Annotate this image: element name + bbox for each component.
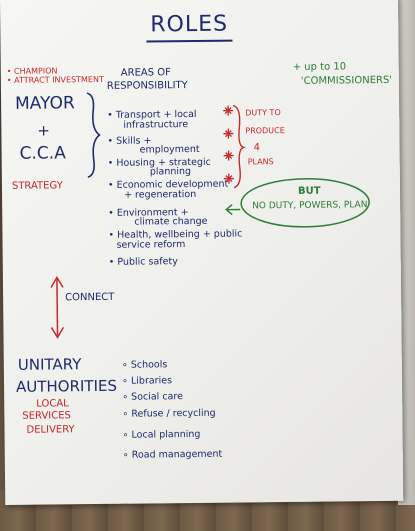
paper-edge [398, 0, 415, 505]
curly-brace [86, 92, 101, 178]
asterisk-marks [223, 105, 234, 184]
flipchart-paper: ROLES • CHAMPION • ATTRACT INVESTMENT MA… [0, 0, 404, 505]
double-arrow-icon [50, 275, 65, 339]
drawn-marks [50, 92, 370, 339]
duty-bracket [232, 104, 246, 189]
but-ellipse [240, 178, 370, 228]
left-arrow-icon [225, 204, 241, 216]
